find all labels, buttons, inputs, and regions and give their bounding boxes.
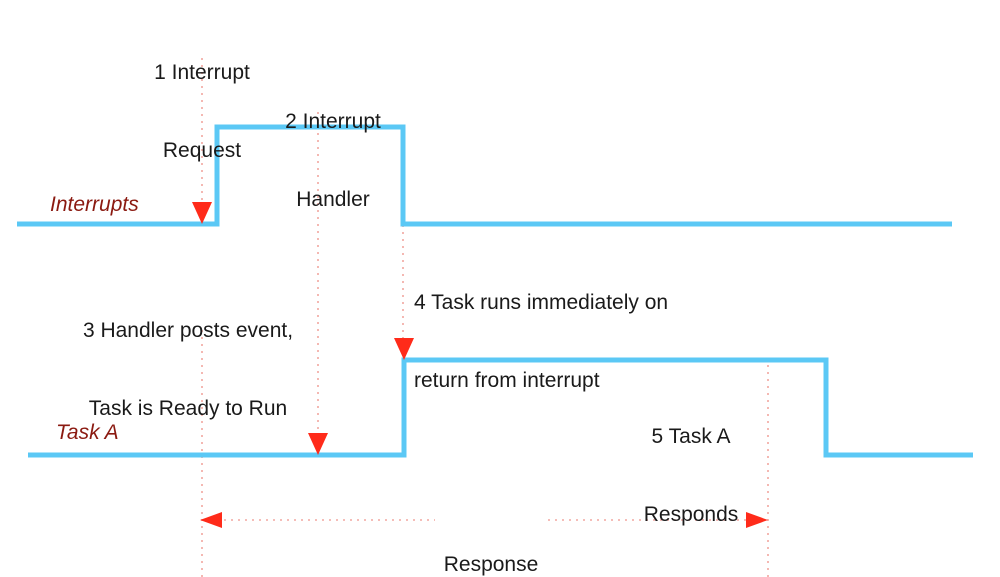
annotation-step-1: 1 Interrupt Request — [102, 8, 302, 216]
annotation-step-2-line-1: 2 Interrupt — [285, 110, 381, 133]
annotation-response-latency-line-1: Response — [443, 553, 539, 576]
annotation-step-4-line-1: 4 Task runs immediately on — [414, 291, 669, 314]
annotation-step-2: 2 Interrupt Handler — [233, 57, 433, 265]
guide-lines — [201, 58, 769, 577]
annotation-step-3-line-2: Task is Ready to Run — [88, 397, 288, 420]
marker-handler-posts-event-icon — [308, 433, 328, 455]
annotation-step-5: 5 Task A Responds to event — [591, 372, 791, 577]
annotation-step-3: 3 Handler posts event, Task is Ready to … — [38, 266, 338, 474]
annotation-step-4-line-2: return from interrupt — [414, 369, 600, 392]
response-latency-measure — [200, 512, 768, 528]
interrupts-waveform — [17, 124, 952, 227]
response-latency-arrow-right-icon — [746, 512, 768, 528]
annotation-step-2-line-2: Handler — [296, 188, 370, 211]
annotation-step-1-line-1: 1 Interrupt — [154, 61, 250, 84]
lane-label-task-a: Task A — [56, 421, 119, 444]
annotation-step-5-line-2: Responds — [643, 503, 739, 526]
event-markers — [192, 202, 414, 455]
annotation-response-latency: Response Latency — [391, 500, 591, 577]
annotation-step-1-line-2: Request — [162, 139, 242, 162]
annotation-step-3-line-1: 3 Handler posts event, — [82, 319, 294, 342]
annotation-step-5-line-1: 5 Task A — [651, 425, 731, 448]
annotation-step-4: 4 Task runs immediately on return from i… — [414, 238, 774, 446]
response-latency-arrow-left-icon — [200, 512, 222, 528]
task-a-waveform — [28, 357, 973, 458]
marker-task-runs-icon — [394, 338, 414, 360]
marker-interrupt-request-icon — [192, 202, 212, 224]
lane-label-interrupts: Interrupts — [50, 193, 139, 216]
